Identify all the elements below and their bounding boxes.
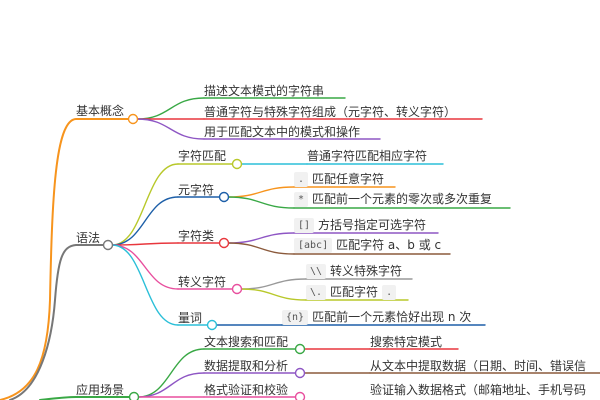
node-usage-search-1: 搜索特定模式 xyxy=(370,335,443,349)
node-charclass-2: [abc]匹配字符 a、b 或 c xyxy=(294,238,441,253)
node-metachar: 元字符 xyxy=(178,183,215,197)
node-dot-syntax xyxy=(102,239,114,251)
edge-charclass-1 xyxy=(227,232,295,244)
node-dot-metachar xyxy=(218,191,230,203)
code-n: {n} xyxy=(282,310,309,325)
node-escape: 转义字符 xyxy=(178,275,227,289)
node-char-match: 字符匹配 xyxy=(178,149,227,163)
code-dot-tail: . xyxy=(382,285,397,300)
node-charclass-1: []方括号指定可选字符 xyxy=(294,218,426,233)
edge-root-syntax xyxy=(9,244,109,400)
node-usage-extract: 数据提取和分析 xyxy=(204,359,289,373)
code-abc: [abc] xyxy=(294,238,333,253)
node-usage-validate: 格式验证和校验 xyxy=(204,383,289,397)
node-metachar-2-text: 匹配前一个元素的零次或多次重复 xyxy=(312,192,493,206)
node-usage: 应用场景 xyxy=(76,383,125,397)
edge-quantifier xyxy=(111,244,179,326)
node-char-match-1: 普通字符匹配相应字符 xyxy=(307,149,428,163)
node-usage-validate-1: 验证输入数据格式（邮箱地址、手机号码 xyxy=(370,383,587,397)
edge-usage-extract xyxy=(137,372,205,398)
node-metachar-2: *匹配前一个元素的零次或多次重复 xyxy=(294,192,492,207)
node-dot-charclass xyxy=(218,237,230,249)
code-brackets: [] xyxy=(294,218,315,233)
node-basic-concepts: 基本概念 xyxy=(76,104,125,118)
node-escape-1-text: 转义特殊字符 xyxy=(330,264,403,278)
edge-metachar-2 xyxy=(227,196,295,209)
node-dot-quantifier xyxy=(206,319,218,331)
node-escape-1: \\转义特殊字符 xyxy=(306,264,402,279)
edge-metachar-1 xyxy=(227,186,295,198)
edge-char-match xyxy=(111,163,179,246)
node-dot-basic xyxy=(127,113,139,125)
node-dot-char-match xyxy=(231,158,243,170)
node-basic-1: 描述文本模式的字符串 xyxy=(204,84,325,98)
code-star: * xyxy=(294,192,309,207)
edge-metachar xyxy=(111,196,179,246)
code-escaped-dot: \. xyxy=(306,285,327,300)
node-basic-3: 用于匹配文本中的模式和操作 xyxy=(204,125,361,139)
edge-escape-1 xyxy=(240,278,307,290)
node-charclass: 字符类 xyxy=(178,229,215,243)
edge-root-usage xyxy=(39,396,135,400)
edge-usage-search xyxy=(137,348,205,398)
node-escape-2-text: 匹配字符 xyxy=(330,285,379,299)
node-dot-usage-search xyxy=(294,343,306,355)
edge-charclass-2 xyxy=(227,242,295,255)
node-dot-usage xyxy=(128,391,140,400)
node-dot-escape xyxy=(231,283,243,295)
node-escape-2: \.匹配字符. xyxy=(306,285,400,300)
code-dot: . xyxy=(294,172,309,187)
node-syntax: 语法 xyxy=(76,231,101,245)
node-charclass-2-text: 匹配字符 a、b 或 c xyxy=(336,238,442,252)
node-quantifier-1: {n}匹配前一个元素恰好出现 n 次 xyxy=(282,310,471,325)
node-dot-usage-extract xyxy=(294,367,306,379)
code-backslash: \\ xyxy=(306,264,327,279)
node-quantifier-1-text: 匹配前一个元素恰好出现 n 次 xyxy=(312,310,472,324)
edge-escape-2 xyxy=(240,288,307,301)
edge-charclass xyxy=(111,242,179,246)
edge-root-basic xyxy=(0,118,134,400)
node-dot-usage-validate xyxy=(294,391,306,400)
node-quantifier: 量词 xyxy=(178,311,203,325)
edge-basic-3 xyxy=(136,118,205,140)
edge-escape xyxy=(111,244,179,290)
edge-basic-1 xyxy=(136,97,205,120)
node-metachar-1-text: 匹配任意字符 xyxy=(312,172,385,186)
node-basic-2: 普通字符与特殊字符组成（元字符、转义字符） xyxy=(204,105,457,119)
node-usage-search: 文本搜索和匹配 xyxy=(204,335,289,349)
node-charclass-1-text: 方括号指定可选字符 xyxy=(318,218,427,232)
node-metachar-1: .匹配任意字符 xyxy=(294,172,384,187)
node-usage-extract-1: 从文本中提取数据（日期、时间、错误信 xyxy=(370,359,587,373)
